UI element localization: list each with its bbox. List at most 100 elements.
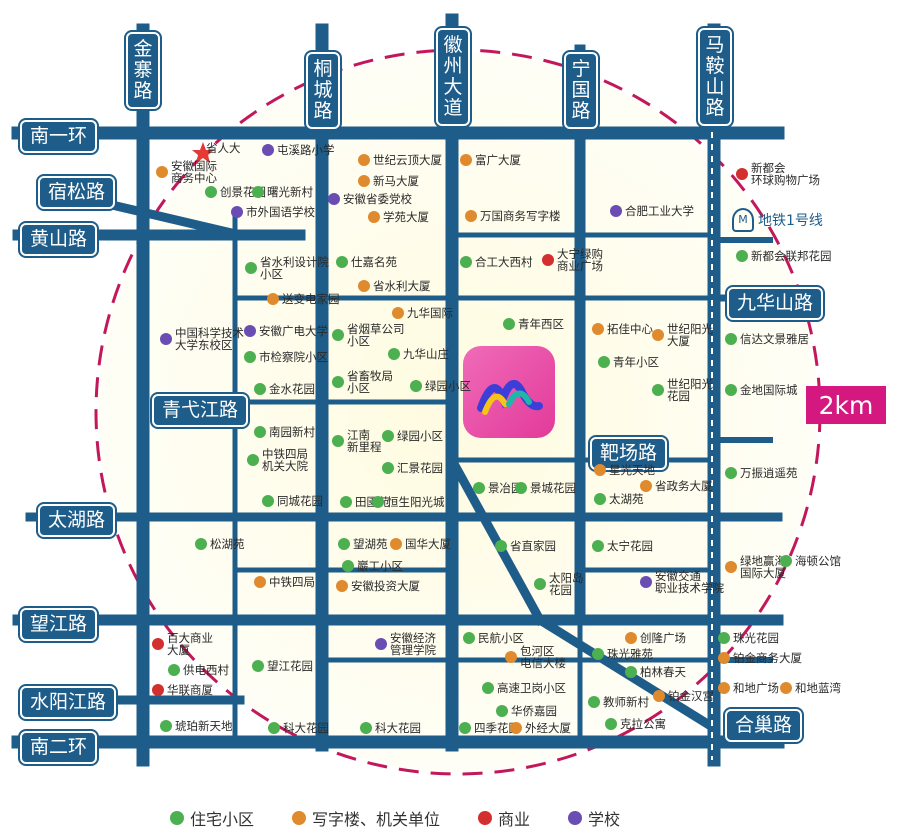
poi-label: 太阳岛 花园 bbox=[549, 571, 584, 597]
poi-residential: 高速卫岗小区 bbox=[482, 682, 566, 694]
residential-marker bbox=[592, 648, 604, 660]
poi-label: 教师新村 bbox=[603, 695, 649, 709]
poi-residential: 教师新村 bbox=[588, 696, 649, 708]
poi-residential: 省水利设计院 小区 bbox=[245, 256, 329, 280]
office-marker bbox=[390, 538, 402, 550]
residential-marker bbox=[496, 705, 508, 717]
poi-label: 供电西村 bbox=[183, 663, 229, 677]
poi-label: 市外国语学校 bbox=[246, 205, 315, 219]
school-marker bbox=[640, 576, 652, 588]
residential-marker bbox=[459, 722, 471, 734]
poi-label: 和地蓝湾 bbox=[795, 681, 841, 695]
road-label: 南一环 bbox=[20, 120, 98, 153]
poi-residential: 省畜牧局 小区 bbox=[332, 370, 393, 394]
poi-residential: 太宁花园 bbox=[592, 540, 653, 552]
poi-office: 绿地赢海 国际大厦 bbox=[725, 555, 786, 579]
residential-marker bbox=[725, 467, 737, 479]
residential-marker bbox=[598, 356, 610, 368]
poi-office: 安徽投资大厦 bbox=[336, 580, 420, 592]
poi-label: 省水利设计院 小区 bbox=[260, 255, 329, 281]
poi-label: 曙光新村 bbox=[267, 185, 313, 199]
office-marker bbox=[254, 576, 266, 588]
commercial-marker bbox=[736, 168, 748, 180]
residential-marker bbox=[410, 380, 422, 392]
poi-label: 太宁花园 bbox=[607, 539, 653, 553]
poi-residential: 万振逍遥苑 bbox=[725, 467, 798, 479]
poi-label: 太湖苑 bbox=[609, 492, 644, 506]
poi-label: 安徽省委党校 bbox=[343, 192, 412, 206]
poi-label: 包河区 电信大楼 bbox=[520, 644, 566, 670]
residential-marker bbox=[515, 482, 527, 494]
poi-label: 合肥工业大学 bbox=[625, 204, 694, 218]
road-label: 马鞍山路 bbox=[698, 28, 732, 126]
poi-label: 万振逍遥苑 bbox=[740, 466, 798, 480]
landmark-label: 省人大 bbox=[206, 141, 241, 155]
legend-swatch bbox=[170, 811, 184, 825]
poi-residential: 珠光雅苑 bbox=[592, 648, 653, 660]
poi-label: 世纪云顶大厦 bbox=[373, 153, 442, 167]
poi-residential: 景城花园 bbox=[515, 482, 576, 494]
legend-item: 住宅小区 bbox=[170, 806, 254, 830]
poi-school: 安徽省委党校 bbox=[328, 193, 412, 205]
residential-marker bbox=[245, 262, 257, 274]
poi-label: 新都会 环球购物广场 bbox=[751, 161, 820, 187]
poi-residential: 绿园小区 bbox=[410, 380, 471, 392]
poi-residential: 同城花园 bbox=[262, 495, 323, 507]
residential-marker bbox=[252, 660, 264, 672]
poi-label: 九华山庄 bbox=[403, 347, 449, 361]
office-marker bbox=[358, 280, 370, 292]
poi-label: 松湖苑 bbox=[210, 537, 245, 551]
road-label: 宿松路 bbox=[38, 176, 116, 209]
office-marker bbox=[718, 682, 730, 694]
poi-label: 中铁四局 机关大院 bbox=[262, 447, 308, 473]
poi-label: 琥珀新天地 bbox=[175, 719, 233, 733]
residential-marker bbox=[382, 430, 394, 442]
road-label: 合巢路 bbox=[725, 709, 803, 742]
road-label: 宁国路 bbox=[564, 52, 598, 129]
poi-office: 和地蓝湾 bbox=[780, 682, 841, 694]
residential-marker bbox=[195, 538, 207, 550]
poi-label: 合工大西村 bbox=[475, 255, 533, 269]
poi-commercial: 大宁绿购 商业广场 bbox=[542, 248, 603, 272]
poi-label: 科大花园 bbox=[375, 721, 421, 735]
office-marker bbox=[392, 307, 404, 319]
residential-marker bbox=[625, 666, 637, 678]
poi-office: 世纪云顶大厦 bbox=[358, 154, 442, 166]
residential-marker bbox=[495, 540, 507, 552]
office-marker bbox=[510, 722, 522, 734]
poi-office: 创隆广场 bbox=[625, 632, 686, 644]
office-marker bbox=[267, 293, 279, 305]
road-label: 九华山路 bbox=[727, 287, 824, 320]
residential-marker bbox=[594, 493, 606, 505]
road-label: 徽州大道 bbox=[436, 28, 470, 126]
office-marker bbox=[460, 154, 472, 166]
legend-item: 学校 bbox=[568, 806, 620, 830]
poi-residential: 巖工小区 bbox=[342, 560, 403, 572]
residential-marker bbox=[262, 495, 274, 507]
poi-residential: 江南 新里程 bbox=[332, 429, 382, 453]
poi-office: 万国商务写字楼 bbox=[465, 210, 561, 222]
residential-marker bbox=[588, 696, 600, 708]
poi-office: 国华大厦 bbox=[390, 538, 451, 550]
residential-marker bbox=[244, 351, 256, 363]
poi-residential: 恒生阳光城 bbox=[372, 496, 445, 508]
road-label: 黄山路 bbox=[20, 223, 98, 256]
poi-label: 百大商业 大厦 bbox=[167, 631, 213, 657]
office-marker bbox=[156, 166, 168, 178]
residential-marker bbox=[160, 720, 172, 732]
poi-residential: 珠光花园 bbox=[718, 632, 779, 644]
poi-residential: 松湖苑 bbox=[195, 538, 245, 550]
residential-marker bbox=[372, 496, 384, 508]
poi-residential: 南园新村 bbox=[254, 426, 315, 438]
poi-label: 世纪阳光 花园 bbox=[667, 377, 713, 403]
poi-residential: 景冶园 bbox=[473, 482, 523, 494]
poi-residential: 信达文景雅居 bbox=[725, 333, 809, 345]
poi-school: 屯溪路小学 bbox=[262, 144, 335, 156]
poi-commercial: 新都会 环球购物广场 bbox=[736, 162, 820, 186]
residential-marker bbox=[473, 482, 485, 494]
poi-label: 市检察院小区 bbox=[259, 350, 328, 364]
residential-marker bbox=[340, 496, 352, 508]
poi-label: 华联商厦 bbox=[167, 683, 213, 697]
poi-label: 绿园小区 bbox=[425, 379, 471, 393]
